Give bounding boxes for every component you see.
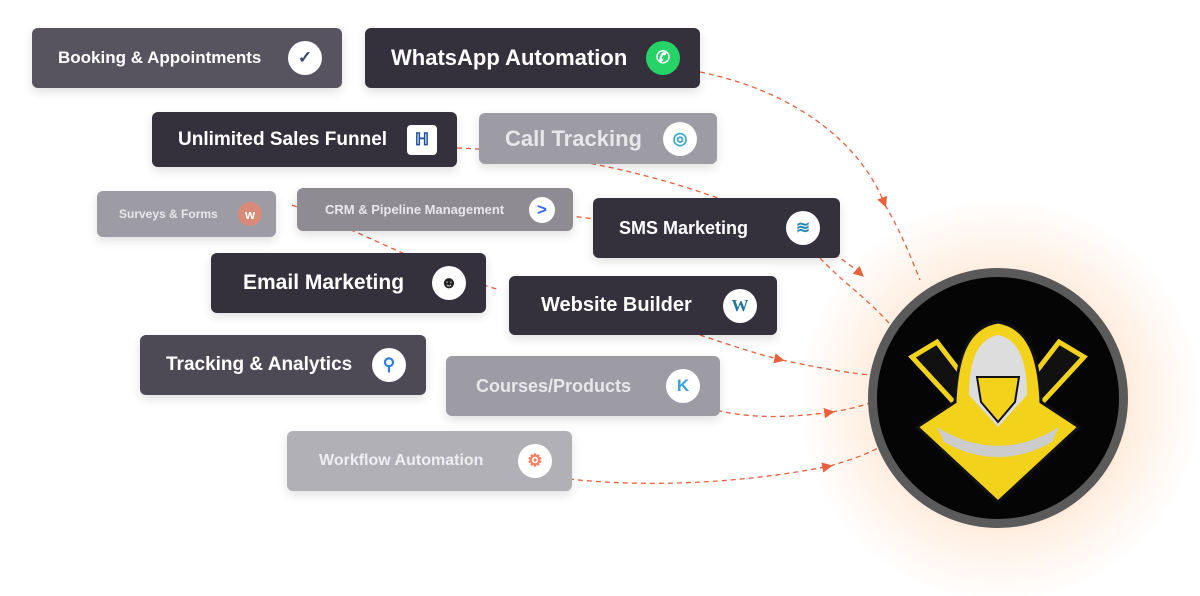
check-circle-icon: ✓ [288, 41, 322, 75]
feature-booking-appointments[interactable]: Booking & Appointments ✓ [32, 28, 342, 88]
connector-sms [819, 257, 896, 331]
ninja-mascot-icon [908, 320, 1088, 505]
feature-label: Courses/Products [476, 375, 632, 396]
feature-label: Booking & Appointments [58, 48, 262, 67]
hubspot-icon: ⚙ [518, 444, 552, 478]
feature-label: Website Builder [541, 294, 692, 316]
feature-label: CRM & Pipeline Management [325, 202, 505, 217]
feature-surveys-forms[interactable]: Surveys & Forms w [97, 191, 276, 237]
sms-layers-icon: ≋ [786, 211, 820, 245]
feature-whatsapp-automation[interactable]: WhatsApp Automation ✆ [365, 28, 700, 88]
feature-unlimited-sales-funnel[interactable]: Unlimited Sales Funnel ℍ [152, 112, 457, 167]
feature-courses-products[interactable]: Courses/Products K [446, 356, 720, 416]
feature-website-builder[interactable]: Website Builder W [509, 276, 777, 335]
connector-whatsapp [699, 71, 888, 208]
feature-crm-pipeline[interactable]: CRM & Pipeline Management > [297, 188, 573, 231]
funnel-logo-icon: ℍ [407, 124, 437, 155]
feature-call-tracking[interactable]: Call Tracking ◎ [479, 113, 717, 164]
connector-courses [699, 404, 835, 419]
feature-label: SMS Marketing [619, 217, 749, 238]
wufoo-icon: w [238, 202, 262, 226]
mailchimp-icon: ☻ [432, 266, 466, 300]
feature-sms-marketing[interactable]: SMS Marketing ≋ [593, 198, 840, 258]
feature-label: Tracking & Analytics [166, 354, 353, 375]
whatsapp-icon: ✆ [646, 41, 680, 75]
kajabi-icon: K [666, 369, 700, 403]
feature-label: Unlimited Sales Funnel [178, 128, 388, 150]
feature-label: Workflow Automation [319, 452, 484, 469]
feature-label: Surveys & Forms [119, 207, 218, 221]
feature-workflow-automation[interactable]: Workflow Automation ⚙ [287, 431, 572, 491]
feature-label: Email Marketing [243, 271, 405, 294]
activecampaign-icon: > [529, 196, 555, 223]
location-pin-icon: ⚲ [372, 348, 406, 382]
feature-email-marketing[interactable]: Email Marketing ☻ [211, 253, 486, 313]
feature-label: WhatsApp Automation [391, 45, 628, 70]
wordpress-icon: W [723, 288, 757, 323]
ninja-brand-logo [868, 268, 1128, 528]
feature-label: Call Tracking [505, 125, 642, 151]
connector-workflow [559, 462, 833, 484]
connector-website [699, 334, 785, 364]
call-tracking-icon: ◎ [663, 121, 697, 156]
feature-tracking-analytics[interactable]: Tracking & Analytics ⚲ [140, 335, 426, 395]
